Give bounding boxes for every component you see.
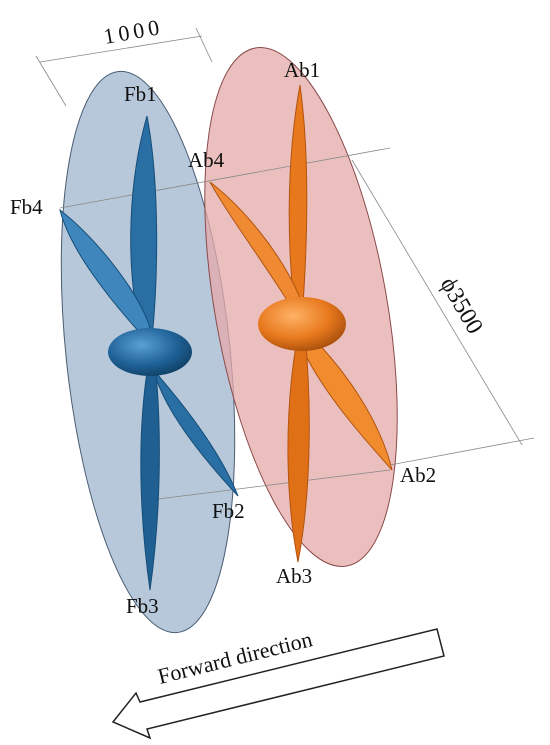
arrow-outline — [111, 628, 445, 740]
label-ab3: Ab3 — [276, 564, 312, 588]
spacing-dimension — [35, 27, 213, 107]
aft-propeller-blades — [209, 84, 393, 563]
fore-propeller-hub — [108, 328, 192, 376]
forward-direction-arrow — [111, 628, 445, 740]
fore-blade-fb1 — [130, 115, 158, 339]
aft-propeller-hub — [258, 297, 346, 351]
fore-propeller-blades — [59, 115, 239, 591]
label-fb4: Fb4 — [10, 195, 43, 219]
aft-blade-ab1 — [288, 84, 308, 306]
aft-blade-ab4 — [209, 181, 301, 309]
diameter-dimension-label: ϕ3500 — [435, 273, 488, 339]
fore-blade-fb3 — [140, 371, 160, 591]
aft-blade-ab3 — [287, 344, 310, 563]
label-ab1: Ab1 — [284, 58, 320, 82]
fore-blade-fb4 — [59, 208, 151, 336]
diameter-dimension — [59, 147, 535, 501]
label-fb2: Fb2 — [212, 499, 245, 523]
fore-blade-fb2 — [149, 365, 239, 497]
label-ab2: Ab2 — [400, 463, 436, 487]
label-fb1: Fb1 — [124, 82, 157, 106]
label-fb3: Fb3 — [126, 594, 159, 618]
aft-blade-ab2 — [303, 334, 393, 471]
label-ab4: Ab4 — [188, 148, 225, 172]
